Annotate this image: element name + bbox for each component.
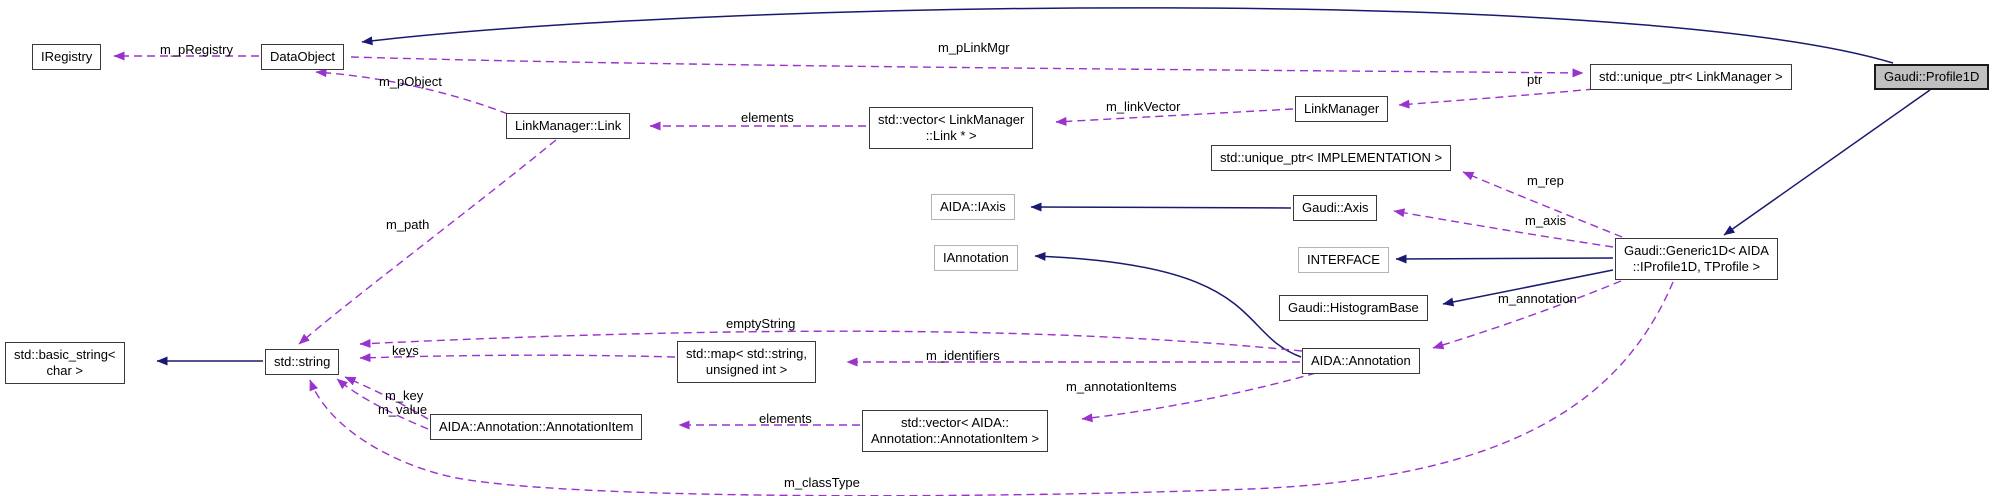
edge-m-linkvector [1055, 108, 1294, 126]
edge-profile1d-generic1d [1723, 89, 1931, 236]
edge-m-rep [1462, 171, 1623, 238]
edge-label-m-axis: m_axis [1525, 213, 1567, 228]
edge-label-elements-items: elements [759, 411, 812, 426]
edge-label-keys: keys [392, 343, 419, 358]
edge-label-m-linkvector: m_linkVector [1106, 99, 1181, 114]
edge-label-elements-links: elements [741, 110, 794, 125]
edge-emptystring [359, 330, 1303, 352]
edge-m-annotation [1432, 280, 1622, 350]
edge-label-m-pregistry: m_pRegistry [160, 42, 233, 57]
node-gaudi-generic1d[interactable]: Gaudi::Generic1D< AIDA ::IProfile1D, TPr… [1615, 238, 1778, 280]
edge-m-key [344, 376, 429, 420]
node-gaudi-axis[interactable]: Gaudi::Axis [1293, 195, 1378, 221]
edge-label-m-key: m_key [385, 388, 424, 403]
edge-label-m-rep: m_rep [1527, 173, 1564, 188]
edge-label-m-annotation: m_annotation [1498, 291, 1577, 306]
edge-generic1d-histogrambase [1442, 269, 1614, 307]
node-unique-ptr-linkmanager[interactable]: std::unique_ptr< LinkManager > [1590, 64, 1792, 90]
node-dataobject[interactable]: DataObject [261, 44, 345, 70]
edge-m-classtype [309, 281, 1674, 496]
edge-annotation-iannotation [1034, 251, 1302, 358]
node-iregistry[interactable]: IRegistry [32, 44, 102, 70]
edge-m-path [298, 139, 557, 345]
node-linkmanager[interactable]: LinkManager [1295, 96, 1389, 122]
edge-keys [359, 353, 676, 363]
edge-label-m-value: m_value [378, 402, 428, 417]
edge-axis-iaxis [1030, 202, 1292, 212]
node-aida-annotation[interactable]: AIDA::Annotation [1302, 348, 1420, 374]
edge-label-emptystring: emptyString [726, 316, 796, 331]
edge-m-annotationitems [1081, 372, 1317, 423]
node-annotation-item[interactable]: AIDA::Annotation::AnnotationItem [430, 414, 643, 440]
edge-generic1d-interface [1395, 254, 1614, 264]
edge-label-ptr: ptr [1527, 72, 1543, 87]
node-interface: INTERFACE [1298, 247, 1389, 273]
node-vector-annotation-item[interactable]: std::vector< AIDA:: Annotation::Annotati… [862, 410, 1049, 452]
node-vector-linkmanager-link[interactable]: std::vector< LinkManager ::Link * > [869, 107, 1034, 149]
edge-profile1d-dataobject [361, 7, 1894, 64]
edge-m-axis [1393, 208, 1614, 248]
node-std-basic-string[interactable]: std::basic_string< char > [5, 342, 125, 384]
node-iannotation: IAnnotation [934, 245, 1018, 271]
node-gaudi-histogrambase[interactable]: Gaudi::HistogramBase [1279, 295, 1428, 321]
node-std-map[interactable]: std::map< std::string, unsigned int > [677, 341, 817, 383]
node-linkmanager-link[interactable]: LinkManager::Link [506, 113, 631, 139]
node-unique-ptr-implementation[interactable]: std::unique_ptr< IMPLEMENTATION > [1211, 145, 1452, 171]
node-gaudi-profile1d: Gaudi::Profile1D [1874, 64, 1990, 90]
edge-label-m-annotationitems: m_annotationItems [1066, 379, 1177, 394]
node-std-string[interactable]: std::string [265, 349, 340, 375]
edge-m-plinkmgr [350, 56, 1584, 78]
edge-label-m-identifiers: m_identifiers [926, 348, 1000, 363]
edge-label-m-classtype: m_classType [784, 475, 860, 490]
node-aida-iaxis: AIDA::IAxis [931, 194, 1015, 220]
edge-m-pobject [315, 68, 509, 115]
edge-label-m-pobject: m_pObject [379, 74, 442, 89]
edge-label-m-plinkmgr: m_pLinkMgr [938, 40, 1010, 55]
edge-m-value [336, 378, 429, 430]
edge-label-m-path: m_path [386, 217, 430, 232]
edge-ptr [1398, 88, 1595, 109]
